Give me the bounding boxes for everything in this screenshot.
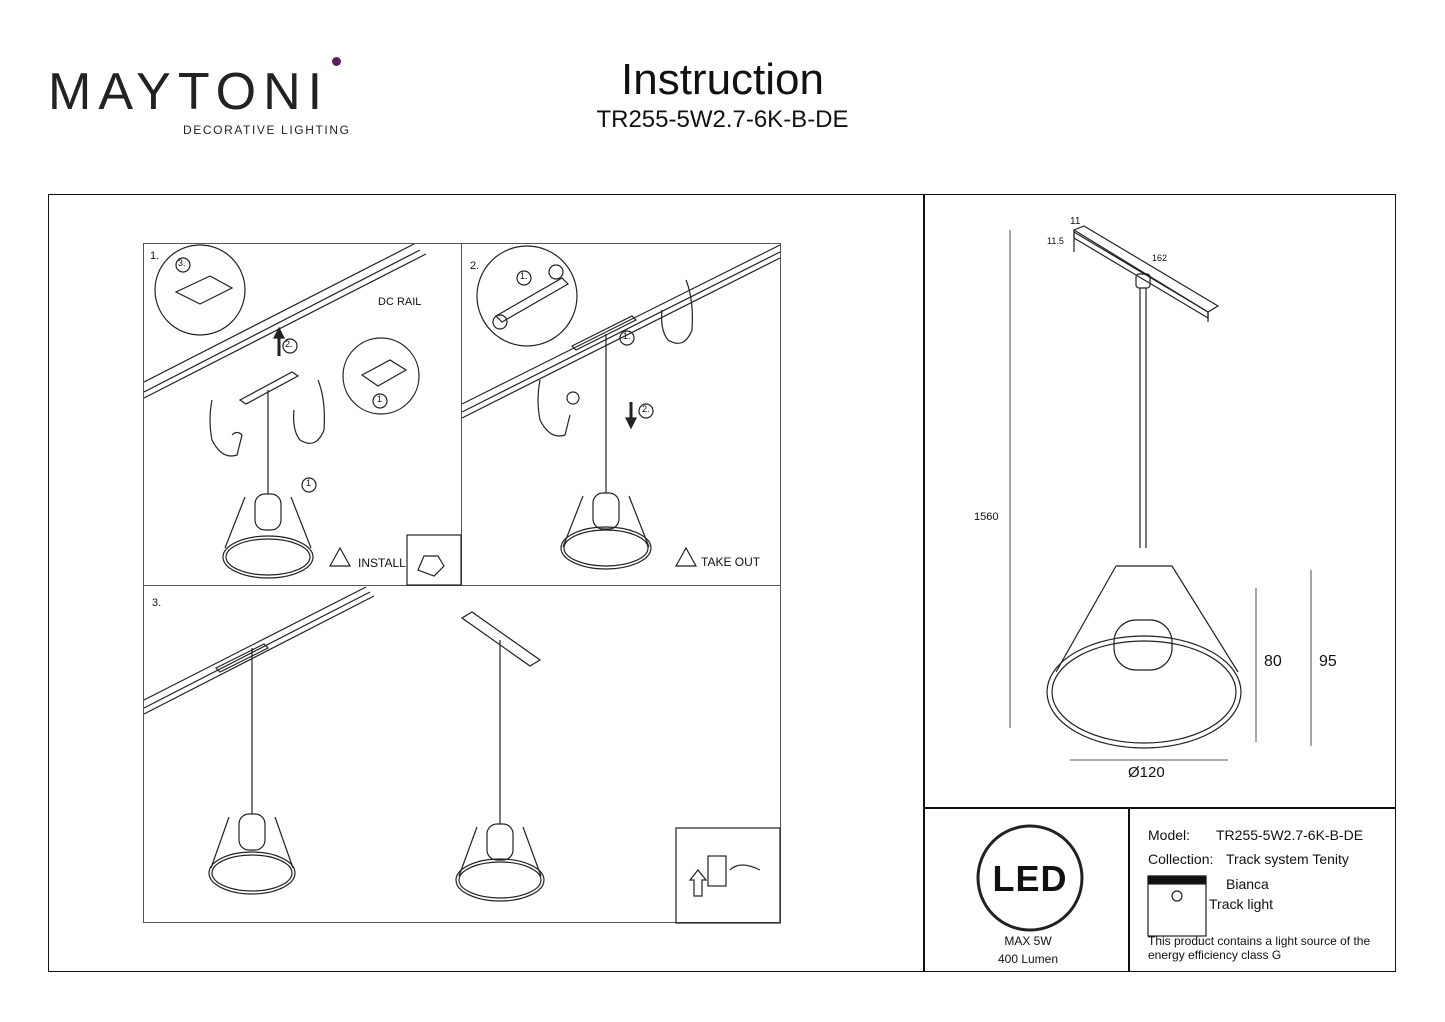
install-label: INSTALL [358, 556, 406, 570]
steps-divider-horizontal [143, 585, 781, 586]
install-icon-box [406, 534, 462, 586]
steps-box [143, 243, 781, 923]
step1-callout-1a: 1 [377, 394, 383, 404]
led-badge-circle [976, 824, 1084, 932]
callout-circle [282, 338, 298, 354]
dimension-drawing [1009, 225, 1312, 761]
model-label: Model: [1148, 827, 1191, 843]
dim-shade-height-a: 80 [1264, 653, 1282, 670]
step1-hands-icon [209, 379, 325, 457]
callout-circle [619, 330, 635, 346]
callout-circle [638, 403, 654, 419]
dim-rail-length: 162 [1152, 253, 1168, 263]
step2-callout-1b: 1. [623, 331, 631, 341]
step1-up-arrow [273, 326, 285, 356]
dim-top-height: 11.5 [1047, 236, 1064, 246]
dim-shade-height-b: 95 [1319, 653, 1337, 670]
main-frame [48, 194, 1396, 972]
step2-callout-1a: 1. [520, 271, 528, 281]
step1-zoom-top [154, 244, 246, 336]
collection-value: Track system Tenity [1226, 851, 1349, 867]
energy-note-line2: energy efficiency class G [1148, 948, 1282, 962]
max-power: MAX 5W [1004, 934, 1052, 948]
panel-divider-vertical [923, 194, 925, 972]
step2-hands-icon [537, 279, 693, 437]
page-title: Instruction [621, 55, 824, 104]
warning-icon-takeout [674, 546, 698, 567]
step1-callout-1b: 1 [306, 478, 312, 488]
take-out-label: TAKE OUT [701, 555, 761, 569]
step2-callout-2: 2. [642, 404, 650, 414]
logo-dot-icon [332, 57, 341, 66]
dim-top-width: 11 [1070, 216, 1081, 227]
power-icon-box [675, 827, 781, 924]
callout-circle [516, 270, 532, 286]
model-code: TR255-5W2.7-6K-B-DE [596, 106, 849, 133]
spec-divider [1128, 807, 1130, 972]
steps-divider-vertical [461, 243, 462, 585]
step1-zoom-right [342, 337, 420, 415]
step2-lamp [560, 334, 652, 570]
energy-note-line1: This product contains a light source of … [1148, 934, 1371, 948]
step1-rail [143, 243, 427, 399]
product-name: Bianca [1226, 876, 1269, 892]
collection-label: Collection: [1148, 851, 1214, 867]
product-type: Track light [1209, 896, 1274, 912]
step1-callout-2: 2. [285, 339, 293, 349]
warning-icon-install [328, 546, 352, 567]
brand-subtitle: DECORATIVE LIGHTING [183, 123, 351, 137]
callout-circle [301, 477, 317, 493]
step-2-number: 2. [470, 260, 480, 272]
step-1-number: 1. [150, 250, 160, 262]
step2-zoom [476, 245, 578, 347]
callout-circle [175, 257, 191, 273]
step3-lamp-left [208, 648, 296, 895]
panel-divider-horizontal [923, 807, 1396, 809]
callout-circle [372, 393, 388, 409]
led-badge-text: LED [992, 858, 1068, 899]
dc-rail-label: DC RAIL [378, 296, 422, 308]
dim-total-height: 1560 [974, 511, 999, 523]
step1-lamp [222, 398, 314, 579]
step3-rail [143, 586, 375, 715]
track-light-icon [1147, 875, 1207, 937]
brand-logo: MAYTONI [48, 63, 330, 121]
step2-rail [461, 244, 781, 419]
step1-adapter [238, 371, 300, 405]
dim-diameter: Ø120 [1128, 764, 1165, 781]
step3-lamp-right [455, 611, 545, 902]
step1-callout-3: 3. [178, 258, 186, 268]
model-value: TR255-5W2.7-6K-B-DE [1216, 827, 1364, 843]
step2-down-arrow [625, 402, 637, 430]
lumen-value: 400 Lumen [997, 952, 1059, 966]
step-3-number: 3. [152, 597, 162, 609]
